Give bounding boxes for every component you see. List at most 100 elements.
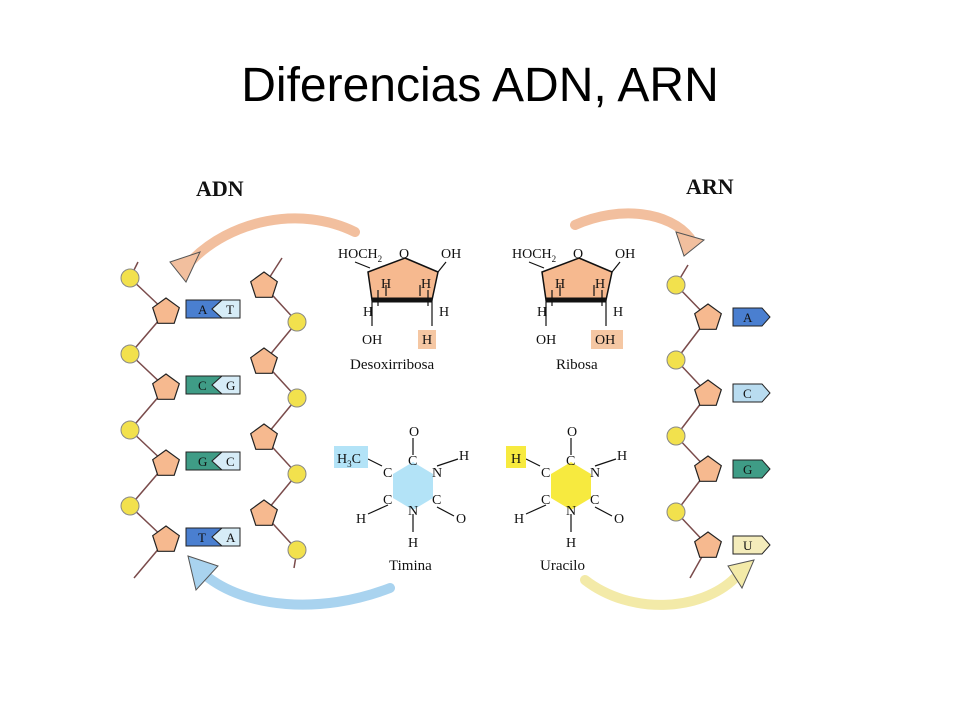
thymine-c-right: C: [432, 493, 441, 508]
dna-right-backbone: [263, 257, 298, 569]
rna-phosphate: [666, 502, 686, 522]
ribose-h-4: H: [613, 305, 623, 320]
uracil-caption: Uracilo: [540, 558, 585, 574]
rna-base: [732, 307, 771, 327]
thymine-h3c-label: H3C: [337, 452, 361, 469]
dna-base-right-label: T: [226, 302, 234, 317]
thymine-methyl-highlight: [334, 446, 368, 468]
dna-phosphate: [120, 268, 140, 288]
dna-base-left-label: A: [198, 302, 208, 317]
uracil-c-top: C: [566, 454, 575, 469]
rna-base-label: U: [743, 538, 753, 553]
arrow-top-right-head: [675, 231, 706, 257]
dna-sugar: [249, 271, 279, 298]
uracil-h-highlight: [506, 446, 526, 468]
rna-phosphate: [666, 275, 686, 295]
dna-sugar: [151, 449, 181, 476]
deoxy-h-4: H: [439, 305, 449, 320]
dna-sugar: [249, 347, 279, 374]
thymine-h-bottom: H: [408, 536, 418, 551]
thymine-o-top: O: [409, 425, 419, 440]
arrow-bottom-right-head: [727, 559, 755, 590]
dna-base-right-label: A: [226, 530, 236, 545]
deoxy-highlight-box: [418, 330, 436, 349]
deoxy-h-1: H: [381, 277, 391, 292]
uracil-h-bottom: H: [566, 536, 576, 551]
deoxyribose-structure: HOCH2 O OH H H H H OH H Desoxirribosa: [338, 247, 461, 373]
arrow-bottom-left-head: [187, 555, 219, 592]
thymine-h-right: H: [459, 449, 469, 464]
uracil-c-left: C: [541, 493, 550, 508]
rna-base: [732, 383, 771, 403]
dna-base-right: [211, 375, 241, 395]
deoxy-oh-top: OH: [441, 247, 461, 262]
ribose-highlight-box: [591, 330, 623, 349]
thymine-n-bottom: N: [408, 504, 418, 519]
uracil-c-5: C: [541, 466, 550, 481]
rna-base-label: C: [743, 386, 752, 401]
ribose-h-1: H: [555, 277, 565, 292]
ribose-h-2: H: [595, 277, 605, 292]
uracil-o-top: O: [567, 425, 577, 440]
rna-phosphate: [666, 350, 686, 370]
deoxy-h-3: H: [363, 305, 373, 320]
arrow-bottom-left: [200, 570, 395, 610]
thymine-c-methyl: C: [383, 466, 392, 481]
page-title: Diferencias ADN, ARN: [241, 59, 719, 112]
deoxy-h-2: H: [421, 277, 431, 292]
dna-base-right: [211, 527, 241, 547]
dna-sugar: [249, 499, 279, 526]
dna-base-right: [211, 451, 241, 471]
dna-base-left-label: T: [198, 530, 206, 545]
arrow-top-left: [185, 213, 360, 267]
rna-phosphate: [666, 426, 686, 446]
thymine-structure: O C N H C O N H C H C H3C Timina: [334, 425, 469, 574]
dna-left-backbone: [128, 261, 168, 579]
deoxy-oh-bottom: OH: [362, 333, 382, 348]
uracil-o-right: O: [614, 512, 624, 527]
ribose-h-3: H: [537, 305, 547, 320]
rna-heading: ARN: [686, 174, 734, 199]
ribose-hoch2-label: HOCH2: [512, 247, 556, 264]
deoxy-highlight-h: H: [422, 333, 432, 348]
rna-sugar: [693, 379, 723, 406]
dna-phosphate: [287, 464, 307, 484]
rna-sugar: [693, 303, 723, 330]
arrow-top-left-head: [169, 251, 201, 283]
dna-base-right: [211, 299, 241, 319]
ribose-oh-bottom: OH: [536, 333, 556, 348]
ribose-ring-o: O: [573, 247, 583, 262]
thymine-caption: Timina: [389, 558, 432, 574]
deoxy-ring-o: O: [399, 247, 409, 262]
uracil-ring: [551, 462, 591, 510]
dna-sugar: [151, 297, 181, 324]
uracil-n-bottom: N: [566, 504, 576, 519]
ribose-structure: HOCH2 O OH H H H H OH OH Ribosa: [512, 247, 635, 373]
dna-sugar: [151, 373, 181, 400]
thymine-ring: [393, 462, 433, 510]
rna-backbone: [675, 264, 709, 579]
uracil-structure: O C N H C O N H C H C H Uracilo: [506, 425, 627, 574]
arrow-top-right: [570, 208, 695, 243]
dna-heading: ADN: [196, 176, 244, 201]
deoxyribose-caption: Desoxirribosa: [350, 357, 434, 373]
uracil-h-right: H: [617, 449, 627, 464]
uracil-h-left: H: [514, 512, 524, 527]
uracil-n-right: N: [590, 466, 600, 481]
rna-base-label: A: [743, 310, 753, 325]
ribose-oh-top: OH: [615, 247, 635, 262]
dna-sugar: [151, 525, 181, 552]
arrow-bottom-right: [580, 573, 740, 610]
ribose-highlight-oh: OH: [595, 333, 615, 348]
dna-base-left-label: G: [198, 454, 207, 469]
dna-phosphate: [120, 344, 140, 364]
dna-phosphate: [287, 540, 307, 560]
deoxy-hoch2-label: HOCH2: [338, 247, 382, 264]
thymine-o-right: O: [456, 512, 466, 527]
rna-base: [732, 459, 771, 479]
rna-sugar: [693, 531, 723, 558]
dna-base-left-label: C: [198, 378, 207, 393]
